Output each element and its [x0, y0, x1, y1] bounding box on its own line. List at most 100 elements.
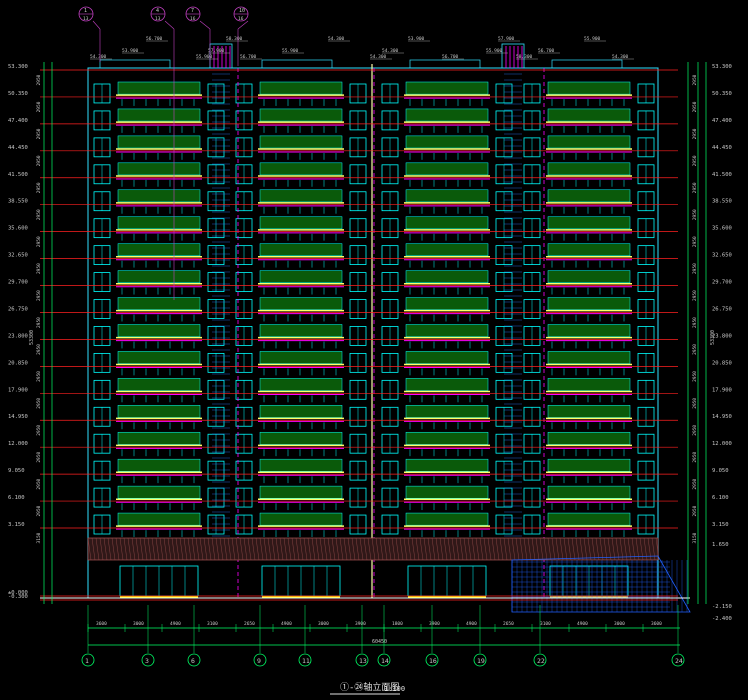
stone-hatch [151, 537, 156, 561]
balcony-panel [547, 189, 631, 203]
stone-hatch [535, 537, 540, 561]
stone-hatch [355, 537, 360, 561]
roof-level-label: 54.300 [328, 36, 345, 42]
stone-hatch [291, 537, 296, 561]
roof-level-label: 55.900 [486, 48, 503, 54]
stone-hatch [203, 537, 208, 561]
floor-level-label-right: -2.400 [712, 616, 732, 622]
stone-hatch [587, 537, 592, 561]
roof-parapet [99, 59, 171, 69]
balcony-panel [259, 270, 343, 283]
stone-hatch [511, 537, 516, 561]
roof-level-label: 53.900 [408, 36, 425, 42]
floor-dim-right: 2950 [692, 263, 698, 274]
stone-hatch [231, 537, 236, 561]
floor-level-label-right: 32.650 [712, 253, 732, 259]
bottom-dim-value: 3100 [207, 621, 218, 627]
axis-label: 9 [257, 657, 261, 665]
stone-hatch [547, 537, 552, 561]
stone-hatch [379, 537, 384, 561]
balcony-panel [117, 189, 201, 203]
stone-hatch [127, 537, 132, 561]
ref-bubble-top: 4 [156, 8, 159, 14]
balcony-panel [259, 378, 343, 391]
stone-hatch [363, 537, 368, 561]
roof-level-label: 56.700 [442, 54, 459, 60]
stone-hatch [375, 537, 380, 561]
floor-dim-left: 2950 [36, 317, 42, 328]
stone-hatch [623, 537, 628, 561]
stone-hatch [371, 537, 376, 561]
stone-hatch [283, 537, 288, 561]
balcony-panel [117, 431, 201, 445]
building-facade [40, 43, 691, 613]
balcony-panel [547, 243, 631, 257]
floor-level-label-left: 6.100 [8, 495, 25, 501]
roof-level-label: 54.300 [382, 48, 399, 54]
stone-hatch [195, 537, 200, 561]
floor-dim-left: 2950 [36, 371, 42, 382]
stone-hatch [199, 537, 204, 561]
roof-level-label: 54.300 [612, 54, 629, 60]
balcony-panel [547, 108, 631, 122]
stone-hatch [207, 537, 212, 561]
axis-bubble [377, 653, 391, 667]
roof-level-label: 55.900 [282, 48, 299, 54]
floor-level-label-right: 41.500 [712, 172, 732, 178]
floor-level-label-left: 53.300 [8, 64, 28, 70]
axis-label: 13 [359, 657, 367, 665]
stone-hatch [107, 537, 112, 561]
axis-label: 1 [85, 657, 89, 665]
floor-dim-right: 2950 [692, 101, 698, 112]
stone-hatch [603, 537, 608, 561]
balcony-panel [117, 297, 201, 310]
axis-bubble [141, 653, 155, 667]
floor-dim-left: 2950 [36, 209, 42, 220]
stone-hatch [579, 537, 584, 561]
stone-hatch [287, 537, 292, 561]
balcony-panel [117, 81, 201, 95]
stone-hatch [555, 537, 560, 561]
balcony-panel [405, 216, 489, 230]
axis-label: 14 [381, 657, 389, 665]
ref-bubble-bottom: 13 [155, 16, 161, 22]
balcony-panel [405, 243, 489, 257]
floor-dim-right: 2950 [692, 371, 698, 382]
roof-parapet [551, 59, 623, 69]
stone-hatch [307, 537, 312, 561]
floor-level-label-right: 29.700 [712, 280, 732, 286]
ref-leader [199, 20, 211, 30]
stone-hatch [563, 537, 568, 561]
floor-dim-left: 2950 [36, 155, 42, 166]
roof-level-label: 54.300 [370, 54, 387, 60]
stone-hatch [627, 537, 632, 561]
stone-hatch [155, 537, 160, 561]
floor-level-label-left: 35.600 [8, 226, 28, 232]
stone-hatch [543, 537, 548, 561]
balcony-panel [547, 431, 631, 445]
balcony-panel [259, 189, 343, 203]
stone-hatch [91, 537, 96, 561]
floor-dim-right: 2950 [692, 209, 698, 220]
stone-hatch [591, 537, 596, 561]
stone-hatch [503, 537, 508, 561]
stone-hatch [259, 537, 264, 561]
stone-hatch [427, 537, 432, 561]
balcony-panel [259, 512, 343, 526]
balcony-panel [117, 135, 201, 149]
floor-level-label-right: 6.100 [712, 495, 729, 501]
floor-dim-right: 2950 [692, 155, 698, 166]
balcony-panel [405, 108, 489, 122]
floor-dim-left: 2950 [36, 290, 42, 301]
stone-hatch [331, 537, 336, 561]
stone-hatch [443, 537, 448, 561]
bottom-total-dim: 60450 [372, 639, 387, 645]
balcony-panel [405, 189, 489, 203]
stone-hatch [183, 537, 188, 561]
axis-label: 11 [302, 657, 310, 665]
bottom-dim-value: 3000 [133, 621, 144, 627]
stone-hatch [575, 537, 580, 561]
floor-dim-right: 2950 [692, 505, 698, 516]
stone-hatch [271, 537, 276, 561]
